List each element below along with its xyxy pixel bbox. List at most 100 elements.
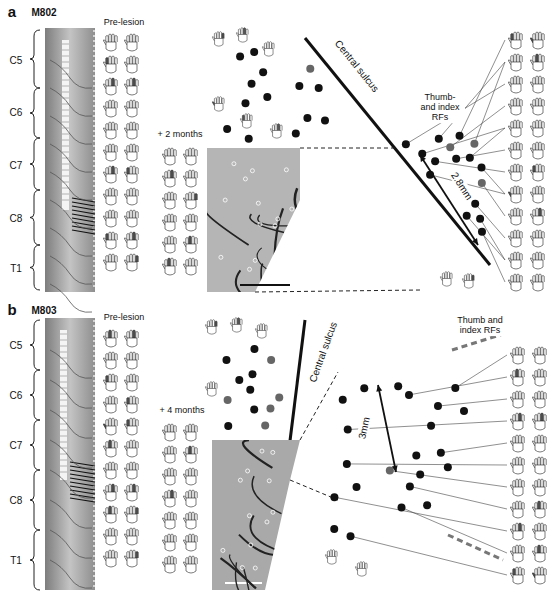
spinal-cord-photo: [45, 28, 95, 292]
hand-icon: [124, 418, 138, 435]
palm: [535, 509, 545, 518]
finger: [115, 420, 117, 427]
finger: [517, 76, 519, 84]
finger: [174, 216, 176, 223]
finger: [516, 413, 518, 421]
hand-icon: [103, 78, 117, 95]
finger: [517, 230, 519, 238]
hand-icon: [508, 76, 522, 93]
leader-line: [456, 150, 505, 159]
finger: [544, 415, 546, 422]
finger: [192, 424, 194, 432]
segment-brace: [30, 190, 40, 245]
finger: [171, 424, 173, 432]
blood-vessel: [50, 172, 92, 200]
finger: [535, 437, 537, 444]
implant-rung: [62, 164, 69, 165]
finger: [541, 457, 543, 465]
palm: [358, 569, 367, 577]
hand-icon: [532, 435, 546, 452]
palm: [513, 355, 523, 364]
finger: [115, 376, 117, 383]
finger: [533, 210, 535, 217]
cortex-photo: [207, 148, 307, 294]
finger: [130, 550, 132, 558]
recording-site: [339, 396, 347, 404]
implant-rung: [62, 56, 69, 57]
implant-rung: [60, 406, 67, 407]
finger: [130, 56, 132, 64]
finger: [168, 490, 170, 498]
finger: [136, 146, 138, 153]
finger: [109, 440, 111, 448]
palm: [535, 487, 545, 496]
finger: [189, 214, 191, 222]
finger: [513, 481, 515, 488]
hand-icon: [212, 32, 224, 46]
finger: [514, 230, 516, 238]
hand-icon: [162, 170, 176, 187]
hand-icon: [124, 56, 138, 73]
finger: [127, 398, 129, 405]
leader-line: [480, 219, 505, 260]
palm: [513, 465, 523, 474]
finger: [127, 36, 129, 43]
implant-rung: [60, 394, 67, 395]
finger: [542, 100, 544, 107]
palm: [513, 487, 523, 496]
finger: [109, 166, 111, 174]
palm: [106, 492, 116, 501]
finger: [130, 484, 132, 492]
finger: [536, 208, 538, 216]
rootlet: [72, 210, 95, 214]
hand-icon: [103, 144, 117, 161]
finger: [112, 550, 114, 558]
implant-rung: [62, 44, 69, 45]
finger: [133, 550, 135, 558]
finger: [533, 254, 535, 261]
finger: [189, 170, 191, 178]
palm: [127, 536, 137, 545]
finger: [260, 324, 262, 331]
finger: [112, 78, 114, 86]
hand-icon: [508, 186, 522, 203]
finger: [195, 216, 197, 223]
finger: [106, 332, 108, 339]
implant-rung: [62, 176, 69, 177]
finger: [130, 528, 132, 536]
finger: [133, 188, 135, 196]
panel-letter: a: [7, 4, 17, 21]
finger: [112, 144, 114, 152]
hand-icon: [508, 98, 522, 115]
palm: [106, 64, 116, 73]
finger: [519, 413, 521, 421]
palm: [535, 421, 545, 430]
segment-label: T1: [9, 263, 23, 274]
hand-icon: [124, 166, 138, 183]
finger: [522, 415, 524, 422]
finger: [133, 122, 135, 130]
palm: [513, 553, 523, 562]
leader-line: [348, 421, 507, 430]
finger: [535, 481, 537, 488]
finger: [539, 120, 541, 128]
finger: [511, 276, 513, 283]
implant-rung: [60, 412, 67, 413]
finger: [168, 258, 170, 266]
finger: [106, 58, 108, 65]
finger: [535, 415, 537, 422]
palm: [127, 64, 137, 73]
finger: [189, 468, 191, 476]
finger: [168, 534, 170, 542]
finger: [360, 562, 362, 569]
electrode-site: [240, 566, 244, 570]
implant-rung: [60, 466, 67, 467]
finger: [539, 76, 541, 84]
finger: [522, 481, 524, 488]
finger: [536, 186, 538, 194]
hand-icon: [205, 320, 217, 334]
palm: [511, 128, 521, 137]
finger: [542, 78, 544, 85]
electrode-site: [223, 198, 227, 202]
